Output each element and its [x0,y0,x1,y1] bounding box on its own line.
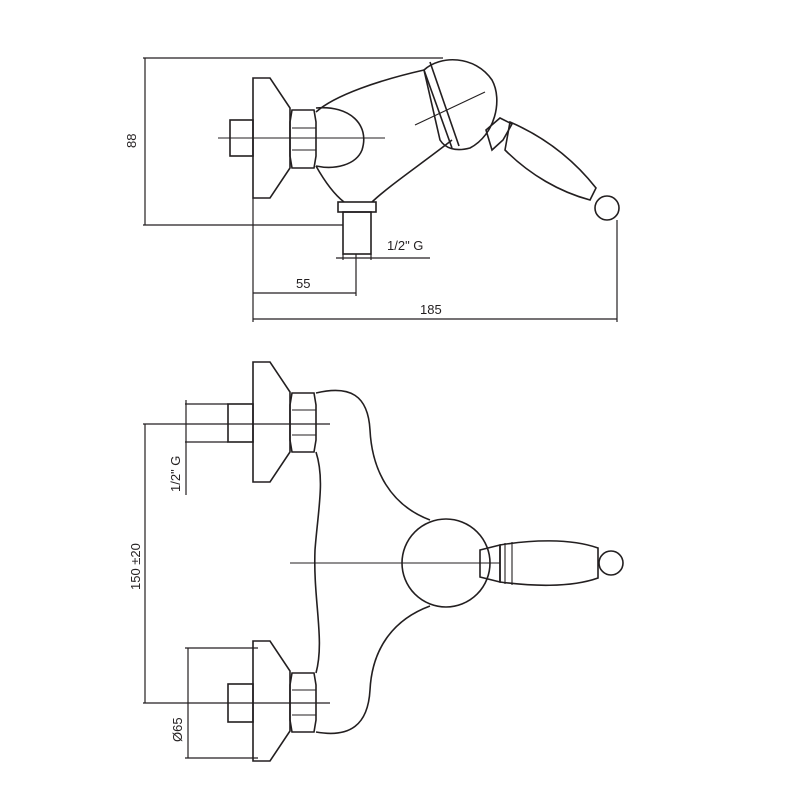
side-dim-thread: 1/2" G [387,238,423,253]
front-upper-nut [289,392,317,453]
side-lever-tip [594,195,620,221]
front-dim-spacing: 150 ±20 [128,543,143,590]
side-dim-height: 88 [124,134,139,148]
front-lever-tip [598,550,624,576]
front-upper-inlet [227,403,254,443]
front-upper-flange [252,361,291,483]
side-view: 88 1/2" G 55 185 [124,57,620,322]
front-lower-nut [289,672,317,733]
front-dim-diameter: Ø65 [170,717,185,742]
front-lower-flange [252,640,291,762]
front-view: 1/2" G 150 ±20 Ø65 [128,361,624,762]
side-hex-nut [289,109,317,169]
side-knob [423,59,498,151]
side-body [315,69,425,113]
front-body [313,389,431,735]
side-dim-offset: 55 [296,276,310,291]
front-dim-thread: 1/2" G [168,456,183,492]
side-dim-length: 185 [420,302,442,317]
front-lever [499,540,599,587]
side-outlet [337,201,377,213]
